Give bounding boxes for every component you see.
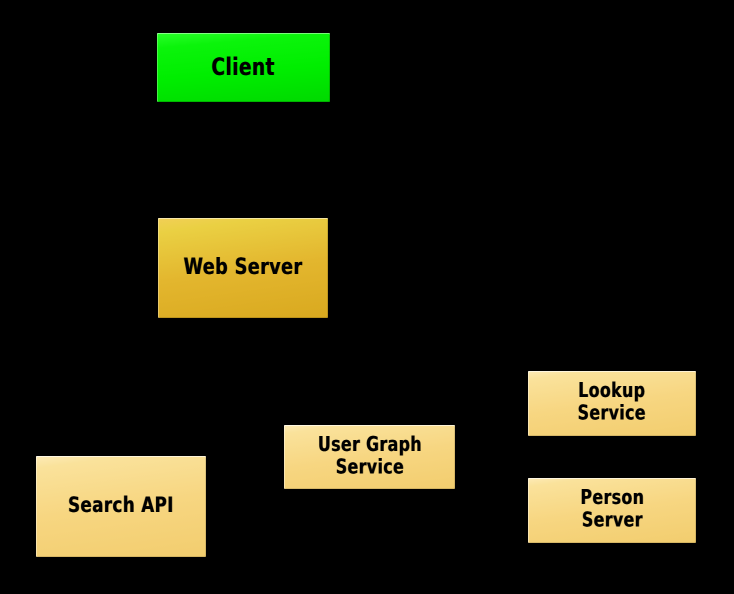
node-search-api[interactable]: Search API — [36, 456, 206, 557]
node-person-server-label: Person Server — [580, 486, 644, 533]
node-web-server[interactable]: Web Server — [158, 218, 328, 318]
node-web-server-label: Web Server — [183, 254, 303, 281]
node-client[interactable]: Client — [157, 33, 330, 102]
node-client-label: Client — [211, 53, 276, 82]
node-lookup-service-label: Lookup Service — [577, 379, 647, 426]
node-search-api-label: Search API — [68, 493, 174, 519]
node-user-graph-service[interactable]: User Graph Service — [284, 425, 455, 489]
node-lookup-service[interactable]: Lookup Service — [528, 371, 696, 436]
node-user-graph-service-label: User Graph Service — [317, 433, 422, 480]
node-person-server[interactable]: Person Server — [528, 478, 696, 543]
